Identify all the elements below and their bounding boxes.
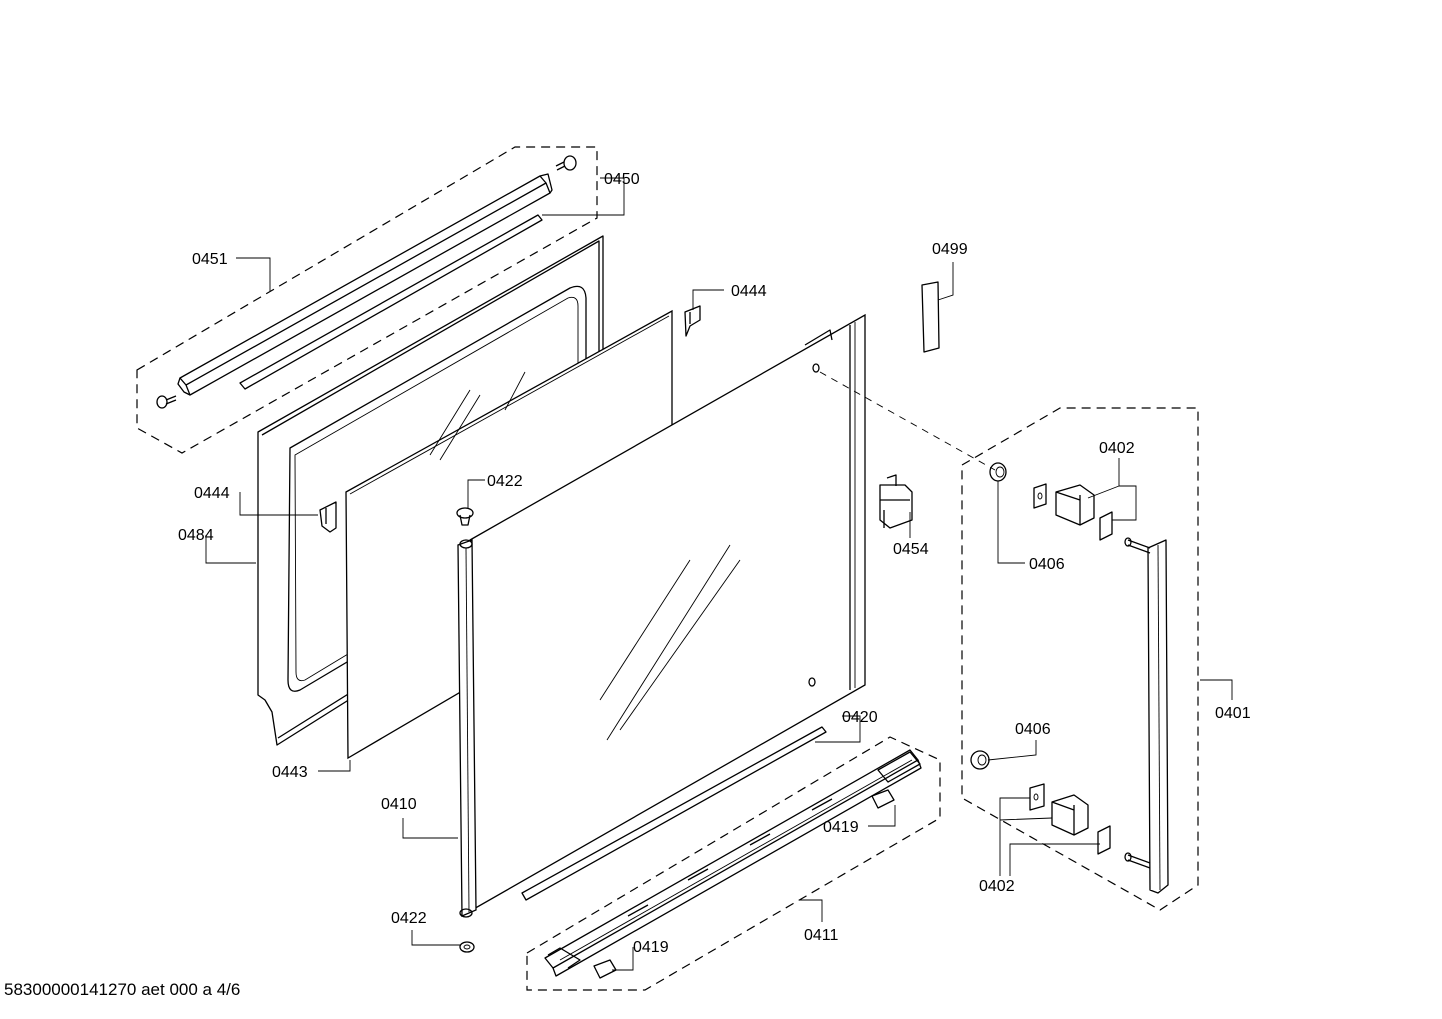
leader-lines	[205, 177, 1233, 971]
label-0402-upper: 0402	[1099, 440, 1135, 457]
washer-0422-bottom	[459, 941, 475, 953]
label-0422-lower: 0422	[391, 910, 427, 927]
label-0419-upper: 0419	[823, 819, 859, 836]
part-labels: 0450 0451 0499 0444 0444 0484 0422 0454 …	[178, 171, 1251, 956]
clip-lower	[319, 501, 337, 533]
hinge-0454	[879, 474, 913, 529]
label-0454: 0454	[893, 541, 929, 558]
label-0401: 0401	[1215, 705, 1251, 722]
label-0450: 0450	[604, 171, 640, 188]
label-0422-upper: 0422	[487, 473, 523, 490]
clip-upper	[684, 305, 701, 337]
drawing-number: 58300000141270 aet 000 a 4/6	[4, 980, 241, 999]
label-0411: 0411	[804, 927, 839, 944]
label-0444-upper: 0444	[731, 283, 767, 300]
label-0451: 0451	[192, 251, 228, 268]
rating-label-0499	[921, 281, 940, 353]
label-0484: 0484	[178, 527, 214, 544]
label-0443: 0443	[272, 764, 308, 781]
top-trim-group	[136, 146, 598, 454]
screw-left	[156, 395, 177, 409]
label-0420: 0420	[842, 709, 878, 726]
label-0499: 0499	[932, 241, 968, 258]
bottom-rail-group	[526, 736, 941, 991]
lower-seal-0420	[521, 726, 827, 901]
label-0402-lower: 0402	[979, 878, 1015, 895]
label-0410: 0410	[381, 796, 417, 813]
label-0406-lower: 0406	[1015, 721, 1051, 738]
screw-right	[555, 155, 577, 171]
label-0419-lower: 0419	[633, 939, 669, 956]
outer-door-glass	[457, 313, 866, 918]
label-0406-upper: 0406	[1029, 556, 1065, 573]
label-0444-lower: 0444	[194, 485, 230, 502]
handle-group	[961, 407, 1199, 911]
screw-0422-top	[456, 507, 474, 526]
